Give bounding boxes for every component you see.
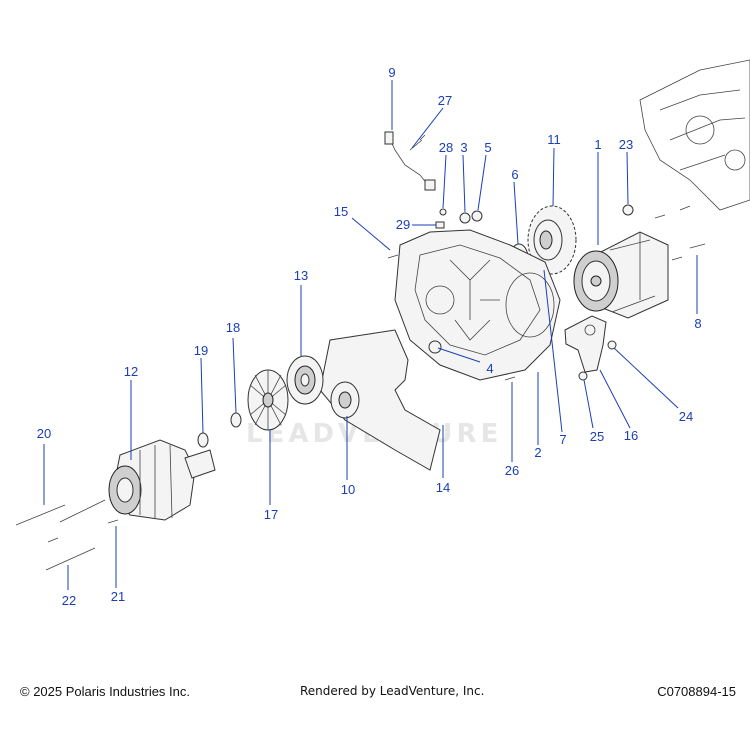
callout-13: 13 (294, 268, 308, 283)
callout-27: 27 (438, 93, 452, 108)
fan[interactable] (247, 369, 289, 431)
callout-22: 22 (62, 593, 76, 608)
idler-pulley[interactable] (330, 381, 360, 419)
callout-18: 18 (226, 320, 240, 335)
callout-14: 14 (436, 480, 450, 495)
callout-21: 21 (111, 589, 125, 604)
spacer[interactable] (197, 432, 209, 448)
callout-10: 10 (341, 482, 355, 497)
bolts (15, 204, 706, 571)
alternator[interactable] (108, 439, 216, 521)
pulley[interactable] (286, 355, 324, 405)
callout-16: 16 (624, 428, 638, 443)
callout-7: 7 (559, 432, 566, 447)
callout-11: 11 (547, 132, 561, 147)
copyright-text: © 2025 Polaris Industries Inc. (20, 684, 190, 699)
callout-6: 6 (511, 167, 518, 182)
callout-24: 24 (679, 409, 693, 424)
washer[interactable] (230, 412, 242, 428)
rendered-by-text: Rendered by LeadVenture, Inc. (300, 684, 485, 698)
diagram-code: C0708894-15 (657, 684, 736, 699)
callout-28: 28 (439, 140, 453, 155)
sensor[interactable] (384, 131, 447, 229)
callout-19: 19 (194, 343, 208, 358)
engine-block (639, 59, 750, 211)
callout-5: 5 (484, 140, 491, 155)
gear[interactable] (527, 205, 577, 275)
callout-1: 1 (594, 137, 601, 152)
drive-belt[interactable] (319, 329, 441, 471)
callout-20: 20 (37, 426, 51, 441)
callout-8: 8 (694, 316, 701, 331)
callout-4: 4 (486, 361, 493, 376)
compressor[interactable] (573, 231, 669, 319)
callout-9: 9 (388, 65, 395, 80)
callout-2: 2 (534, 445, 541, 460)
bracket[interactable] (564, 315, 607, 373)
callout-labels: 1 2 3 4 5 6 7 8 9 10 11 12 13 14 15 16 1… (37, 65, 702, 608)
callout-3: 3 (460, 140, 467, 155)
leader-lines (43, 80, 698, 590)
callout-12: 12 (124, 364, 138, 379)
callout-25: 25 (590, 429, 604, 444)
callout-26: 26 (505, 463, 519, 478)
callout-15: 15 (334, 204, 348, 219)
callout-29: 29 (396, 217, 410, 232)
callout-23: 23 (619, 137, 633, 152)
callout-17: 17 (264, 507, 278, 522)
